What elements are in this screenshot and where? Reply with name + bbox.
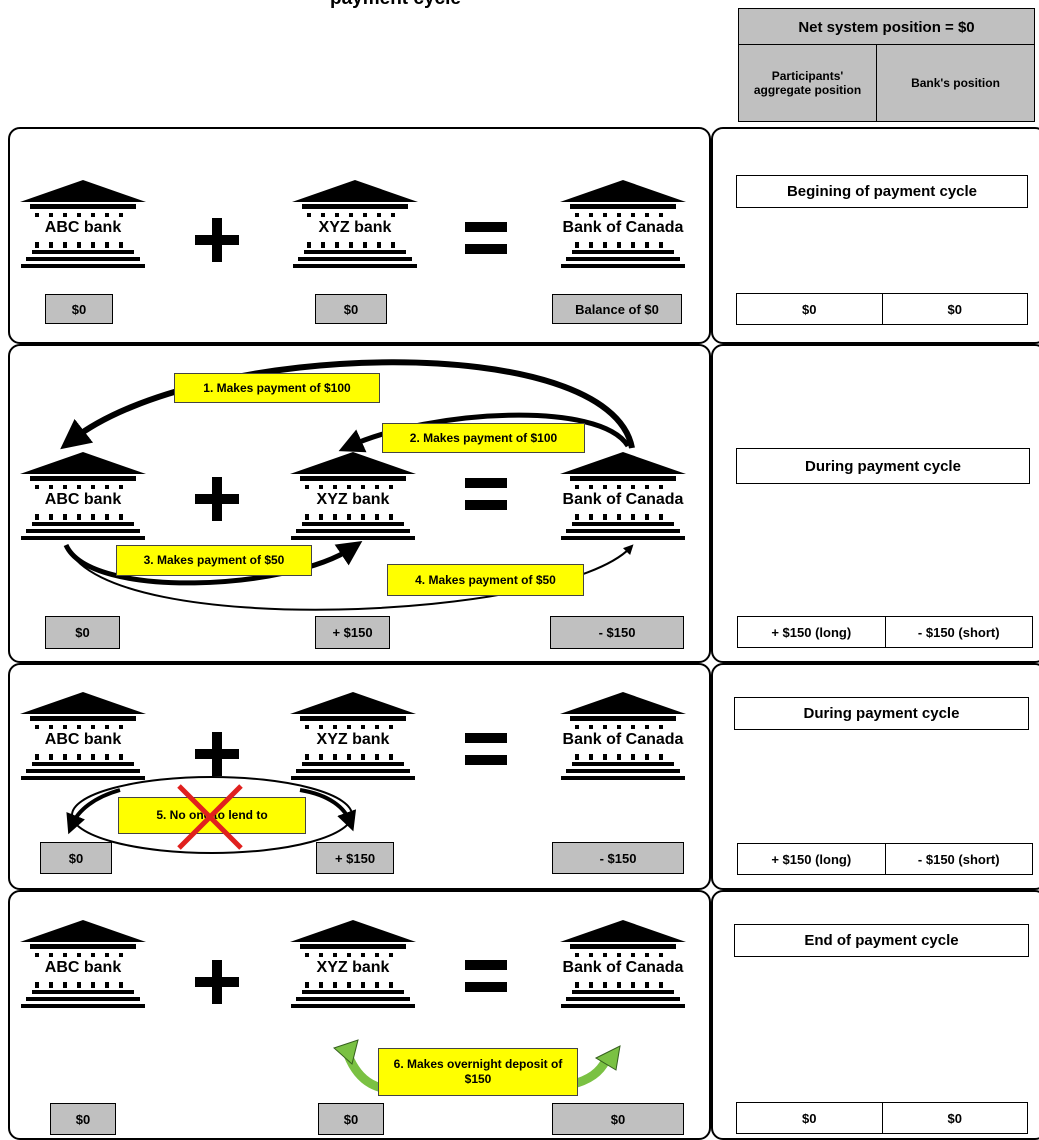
xyz-amount: $0	[315, 294, 387, 324]
no-lending-arrow-left	[66, 788, 121, 835]
plus-sign	[195, 732, 239, 776]
abc-bank-building-2: ABC bank	[18, 452, 148, 547]
participants-column-header: Participants' aggregate position	[739, 45, 877, 121]
equals-sign	[465, 733, 507, 765]
boc-label: Bank of Canada	[562, 731, 684, 748]
participants-position: + $150 (long)	[737, 843, 886, 875]
arrow-payment-3	[63, 541, 363, 586]
bank-building-icon	[20, 180, 146, 268]
xyz-bank-building-4: XYZ bank	[288, 920, 418, 1015]
xyz-amount: $0	[318, 1103, 384, 1135]
boc-building-2: Bank of Canada	[558, 452, 688, 547]
xyz-bank-building-3: XYZ bank	[288, 692, 418, 787]
participants-position: + $150 (long)	[737, 616, 886, 648]
step-1-label: 1. Makes payment of $100	[174, 373, 380, 403]
bank-building-icon	[560, 180, 686, 268]
position-pair: $0 $0	[736, 293, 1028, 325]
position-column-headers: Participants' aggregate position Bank's …	[738, 44, 1035, 122]
abc-bank-building-3: ABC bank	[18, 692, 148, 787]
xyz-bank-label: XYZ bank	[316, 491, 390, 508]
bank-building-icon	[292, 180, 418, 268]
abc-bank-building-4: ABC bank	[18, 920, 148, 1015]
abc-amount: $0	[50, 1103, 116, 1135]
xyz-bank-building-2: XYZ bank	[288, 452, 418, 547]
bank-building-icon	[20, 452, 146, 540]
abc-amount: $0	[45, 294, 113, 324]
boc-label: Bank of Canada	[562, 491, 684, 508]
boc-building-3: Bank of Canada	[558, 692, 688, 787]
step-4-label: 4. Makes payment of $50	[387, 564, 584, 596]
stage-label: During payment cycle	[736, 448, 1030, 484]
abc-bank-building-1: ABC bank	[18, 180, 148, 275]
cross-mark-icon	[177, 784, 243, 850]
position-pair: + $150 (long) - $150 (short)	[737, 843, 1033, 875]
equals-sign	[465, 960, 507, 992]
xyz-bank-building-1: XYZ bank	[290, 180, 420, 275]
step-6-label: 6. Makes overnight deposit of $150	[378, 1048, 578, 1096]
bank-position: - $150 (short)	[885, 616, 1033, 648]
no-lending-arrow-right	[299, 788, 357, 832]
net-system-position-header: Net system position = $0	[738, 8, 1035, 46]
scene-2-position-panel	[711, 344, 1039, 663]
xyz-amount: + $150	[316, 842, 394, 874]
boc-amount: Balance of $0	[552, 294, 682, 324]
bank-building-icon	[290, 692, 416, 780]
boc-building-4: Bank of Canada	[558, 920, 688, 1015]
participants-position: $0	[737, 294, 883, 324]
equals-sign	[465, 222, 507, 254]
bank-building-icon	[560, 692, 686, 780]
plus-sign	[195, 218, 239, 262]
position-pair: $0 $0	[736, 1102, 1028, 1134]
xyz-bank-label: XYZ bank	[316, 959, 390, 976]
boc-amount: - $150	[550, 616, 684, 649]
bank-position: $0	[947, 1110, 962, 1126]
boc-label: Bank of Canada	[562, 219, 684, 236]
stage-label: During payment cycle	[734, 697, 1029, 730]
bank-building-icon	[290, 920, 416, 1008]
boc-amount: - $150	[552, 842, 684, 874]
bank-position: $0	[947, 301, 962, 317]
abc-bank-label: ABC bank	[44, 491, 122, 508]
abc-bank-label: ABC bank	[44, 731, 122, 748]
step-2-label: 2. Makes payment of $100	[382, 423, 585, 453]
bank-building-icon	[560, 920, 686, 1008]
bank-building-icon	[20, 692, 146, 780]
boc-building-1: Bank of Canada	[558, 180, 688, 275]
stage-label: Begining of payment cycle	[736, 175, 1028, 208]
abc-amount: $0	[45, 616, 120, 649]
deposit-arrow-left-head	[333, 1039, 359, 1065]
bank-column-header: Bank's position	[911, 76, 1000, 90]
bank-building-icon	[560, 452, 686, 540]
equals-sign	[465, 478, 507, 510]
abc-amount: $0	[40, 842, 112, 874]
plus-sign	[195, 477, 239, 521]
plus-sign	[195, 960, 239, 1004]
arrow-payment-1	[60, 359, 635, 450]
page-title: payment cycle	[330, 0, 461, 10]
bank-building-icon	[20, 920, 146, 1008]
abc-bank-label: ABC bank	[44, 219, 122, 236]
position-pair: + $150 (long) - $150 (short)	[737, 616, 1033, 648]
step-3-label: 3. Makes payment of $50	[116, 545, 312, 576]
xyz-bank-label: XYZ bank	[318, 219, 392, 236]
boc-amount: $0	[552, 1103, 684, 1135]
participants-position: $0	[737, 1103, 883, 1133]
xyz-amount: + $150	[315, 616, 390, 649]
stage-label: End of payment cycle	[734, 924, 1029, 957]
bank-building-icon	[290, 452, 416, 540]
xyz-bank-label: XYZ bank	[316, 731, 390, 748]
deposit-arrow-right-head	[594, 1045, 621, 1071]
abc-bank-label: ABC bank	[44, 959, 122, 976]
bank-position: - $150 (short)	[885, 843, 1033, 875]
scene-1-position-panel	[711, 127, 1039, 344]
boc-label: Bank of Canada	[562, 959, 684, 976]
